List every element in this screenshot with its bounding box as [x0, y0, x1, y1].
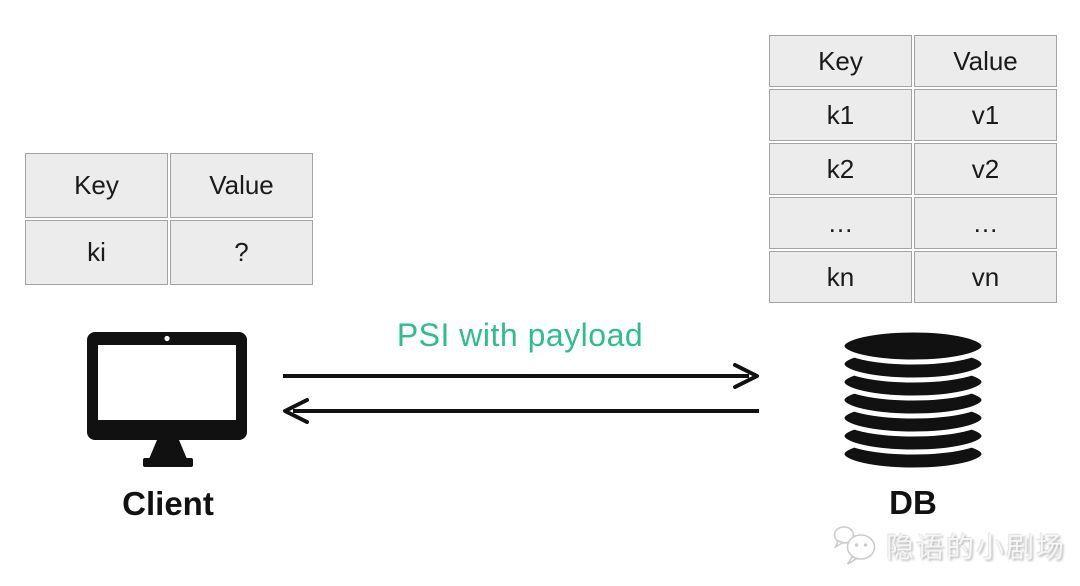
- watermark: 隐语的小剧场: [832, 524, 1066, 568]
- client-node-label: Client: [122, 485, 214, 522]
- database-icon: [839, 327, 987, 473]
- watermark-text: 隐语的小剧场: [886, 532, 1067, 563]
- table-row: k1 v1: [769, 89, 1057, 141]
- client-query-table: Key Value ki ?: [23, 151, 315, 287]
- protocol-label: PSI with payload: [396, 317, 644, 353]
- return-arrow-icon: [283, 398, 759, 424]
- table-row: kn vn: [769, 251, 1057, 303]
- db-table-cell-ellipsis: …: [769, 197, 912, 249]
- db-node-label: DB: [889, 484, 937, 521]
- db-keyvalue-table: Key Value k1 v1 k2 v2 … … kn vn: [767, 33, 1059, 305]
- table-row: k2 v2: [769, 143, 1057, 195]
- db-table-cell: vn: [914, 251, 1057, 303]
- db-table-header-key: Key: [769, 35, 912, 87]
- db-table-cell: k2: [769, 143, 912, 195]
- db-table-header-value: Value: [914, 35, 1057, 87]
- client-table-header-key: Key: [25, 153, 168, 218]
- db-table-cell: k1: [769, 89, 912, 141]
- db-table-cell: v1: [914, 89, 1057, 141]
- exchange-arrows: [283, 363, 759, 424]
- monitor-icon: [87, 332, 247, 467]
- db-table-cell: kn: [769, 251, 912, 303]
- wechat-icon: [833, 526, 876, 565]
- table-header-row: Key Value: [769, 35, 1057, 87]
- client-table-header-value: Value: [170, 153, 313, 218]
- client-table-cell-key: ki: [25, 220, 168, 285]
- client-table-cell-value: ?: [170, 220, 313, 285]
- db-table-cell: v2: [914, 143, 1057, 195]
- table-row: ki ?: [25, 220, 313, 285]
- db-table-cell-ellipsis: …: [914, 197, 1057, 249]
- forward-arrow-icon: [283, 363, 759, 389]
- table-header-row: Key Value: [25, 153, 313, 218]
- table-row: … …: [769, 197, 1057, 249]
